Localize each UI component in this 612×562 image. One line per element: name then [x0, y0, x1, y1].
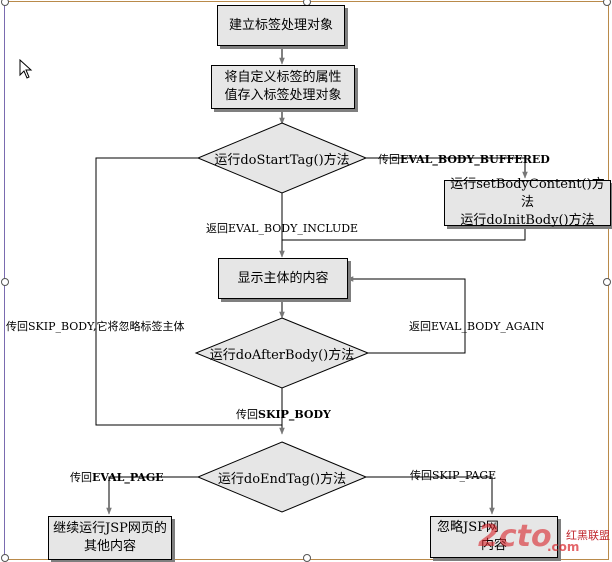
- resize-handle-middle-right[interactable]: [603, 278, 611, 286]
- diamond-do-start-tag: [196, 122, 368, 194]
- box-ignore-jsp-line1: 忽略JSP网: [437, 520, 499, 535]
- mouse-cursor-icon: [19, 59, 33, 79]
- watermark-brand: 红黑联盟: [566, 529, 610, 542]
- box-continue-jsp-line2: 其他内容: [83, 539, 136, 554]
- diamond-do-after-body: [194, 317, 370, 389]
- box-set-body-content-line2: 运行doInitBody()方法: [460, 213, 595, 228]
- box-store-attributes-line2: 值存入标签处理对象: [224, 88, 342, 103]
- box-store-attributes: 将自定义标签的属性 值存入标签处理对象: [211, 65, 355, 109]
- arrow-start-skip-body: [95, 157, 282, 426]
- label-skip-body: 传回SKIP_BODY: [236, 408, 331, 421]
- label-eval-body-buffered: 传回EVAL_BODY_BUFFERED: [378, 153, 550, 166]
- box-continue-jsp: 继续运行JSP网页的 其他内容: [48, 516, 172, 560]
- box-continue-jsp-line1: 继续运行JSP网页的: [53, 521, 167, 536]
- arrow-after-again: [346, 276, 466, 354]
- box-ignore-jsp: 忽略JSP网 内容: [430, 516, 558, 558]
- label-eval-page: 传回EVAL_PAGE: [70, 471, 164, 484]
- watermark-logo: 2cto: [478, 519, 552, 554]
- label-eval-body-include: 返回EVAL_BODY_INCLUDE: [206, 222, 359, 235]
- box-show-body-text: 显示主体的内容: [237, 270, 329, 286]
- diamond-do-end-tag: [196, 441, 368, 513]
- resize-handle-middle-left[interactable]: [1, 278, 9, 286]
- box-store-attributes-line1: 将自定义标签的属性: [224, 70, 342, 85]
- box-create-handler: 建立标签处理对象: [217, 5, 345, 46]
- box-ignore-jsp-line2: 内容: [481, 538, 508, 553]
- watermark-suffix: .com: [547, 540, 580, 554]
- box-set-body-content: 运行setBodyContent()方法 运行doInitBody()方法: [444, 177, 611, 228]
- label-skip-page: 传回SKIP_PAGE: [410, 469, 497, 482]
- box-create-handler-text: 建立标签处理对象: [228, 17, 333, 33]
- resize-handle-top-right[interactable]: [603, 0, 611, 6]
- box-show-body: 显示主体的内容: [218, 258, 348, 299]
- arrow-end-skip-page: [366, 476, 495, 515]
- box-set-body-content-line1: 运行setBodyContent()方法: [450, 177, 605, 210]
- arrow-setbody-to-show: [282, 228, 526, 241]
- arrow-end-eval-page: [106, 476, 198, 515]
- resize-handle-top-left[interactable]: [1, 0, 9, 6]
- label-skip-body-ignore: 传回SKIP_BODY,它将忽略标签主体: [6, 320, 185, 333]
- label-eval-body-again: 返回EVAL_BODY_AGAIN: [409, 320, 545, 333]
